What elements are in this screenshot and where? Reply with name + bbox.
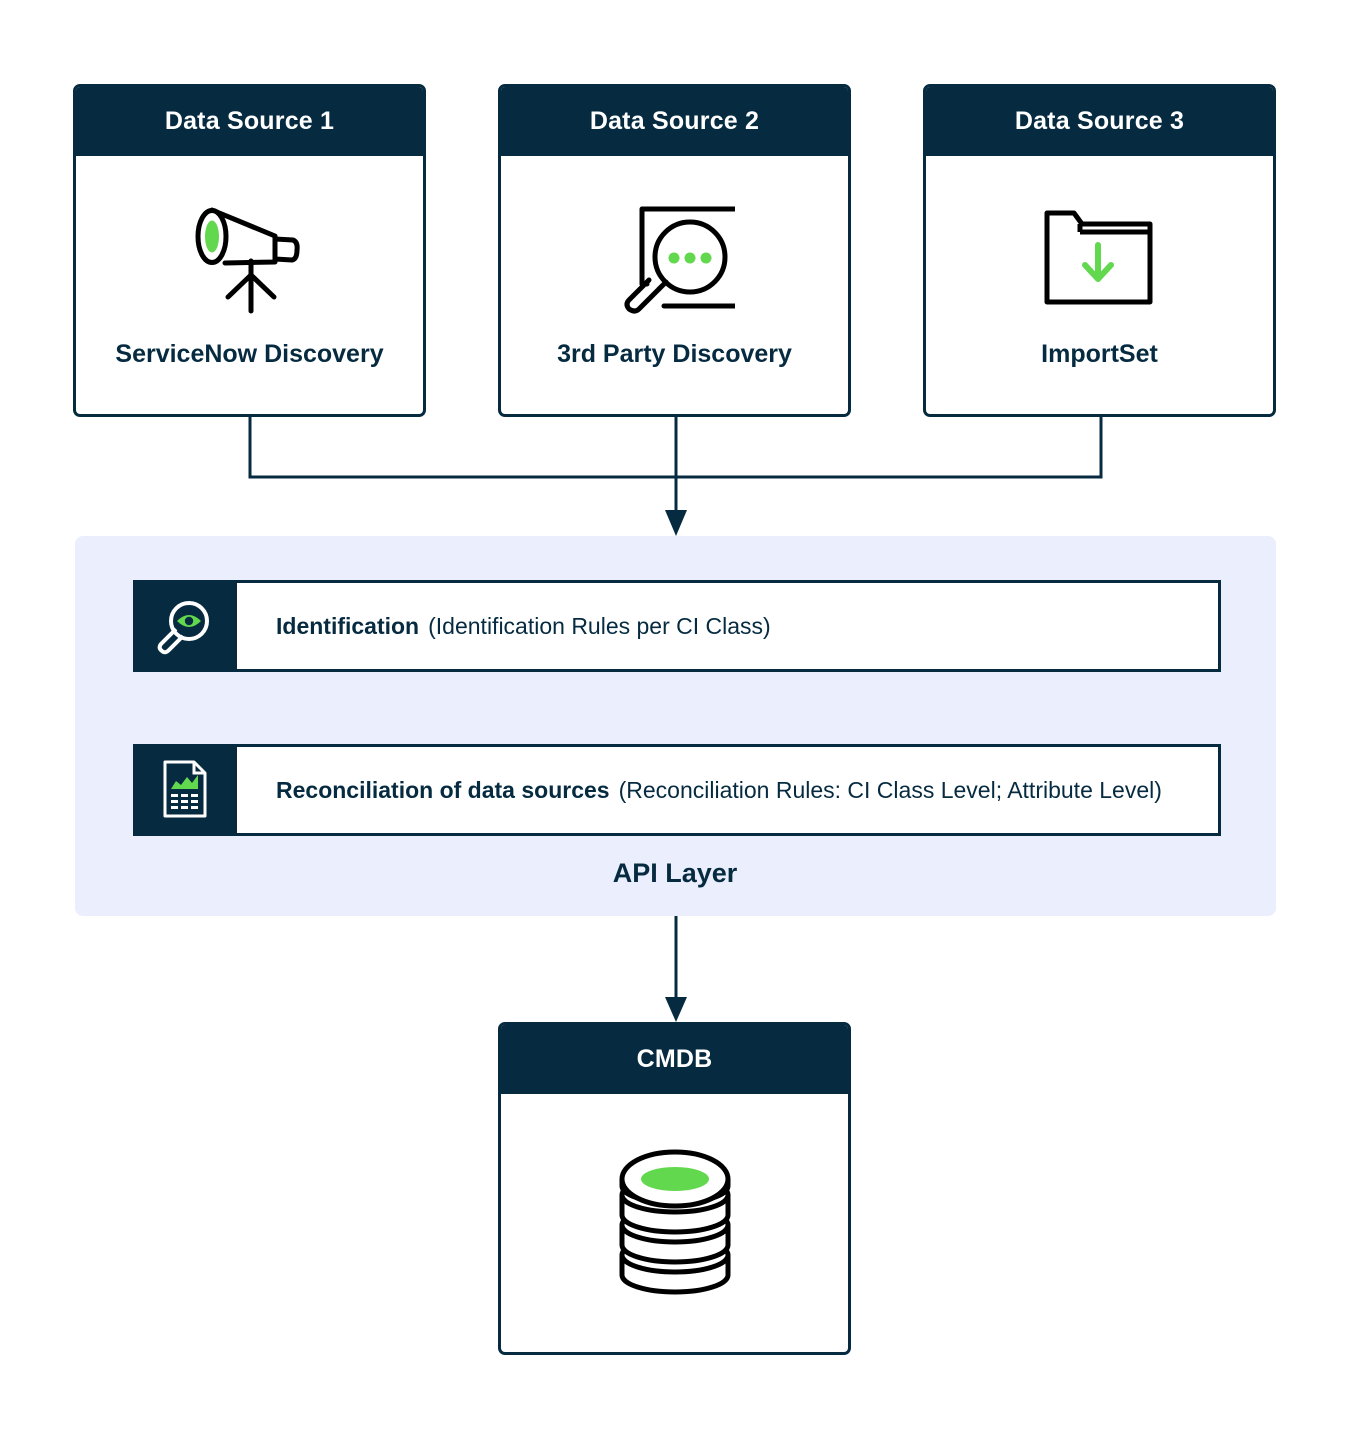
reconciliation-step: Reconciliation of data sources (Reconcil… <box>133 744 1221 836</box>
card-header: CMDB <box>501 1025 848 1094</box>
data-source-3-card: Data Source 3 ImportSet <box>923 84 1276 417</box>
card-label: ImportSet <box>1041 340 1158 368</box>
spreadsheet-chart-icon <box>133 744 237 836</box>
identification-text: Identification (Identification Rules per… <box>276 583 771 669</box>
reconciliation-text: Reconciliation of data sources (Reconcil… <box>276 747 1162 833</box>
arrow-to-api-layer <box>665 510 687 536</box>
reconciliation-title: Reconciliation of data sources <box>276 776 610 803</box>
identification-step: Identification (Identification Rules per… <box>133 580 1221 672</box>
cmdb-card: CMDB <box>498 1022 851 1355</box>
reconciliation-detail: (Reconciliation Rules: CI Class Level; A… <box>618 776 1162 803</box>
magnifier-eye-icon <box>133 580 237 672</box>
identification-title: Identification <box>276 612 420 639</box>
api-layer-label: API Layer <box>612 858 738 888</box>
identification-detail: (Identification Rules per CI Class) <box>428 612 771 639</box>
card-label: 3rd Party Discovery <box>557 340 792 368</box>
folder-download-icon <box>1042 205 1158 314</box>
data-source-2-card: Data Source 2 3rd Party Discovery <box>498 84 851 417</box>
card-label: ServiceNow Discovery <box>115 340 384 368</box>
card-header: Data Source 3 <box>926 87 1273 156</box>
telescope-icon <box>190 199 310 324</box>
database-icon <box>616 1145 734 1300</box>
card-header: Data Source 2 <box>501 87 848 156</box>
arrow-to-cmdb <box>665 997 687 1022</box>
magnifier-search-icon <box>615 204 743 324</box>
card-header: Data Source 1 <box>76 87 423 156</box>
data-source-1-card: Data Source 1 ServiceNow Discovery <box>73 84 426 417</box>
